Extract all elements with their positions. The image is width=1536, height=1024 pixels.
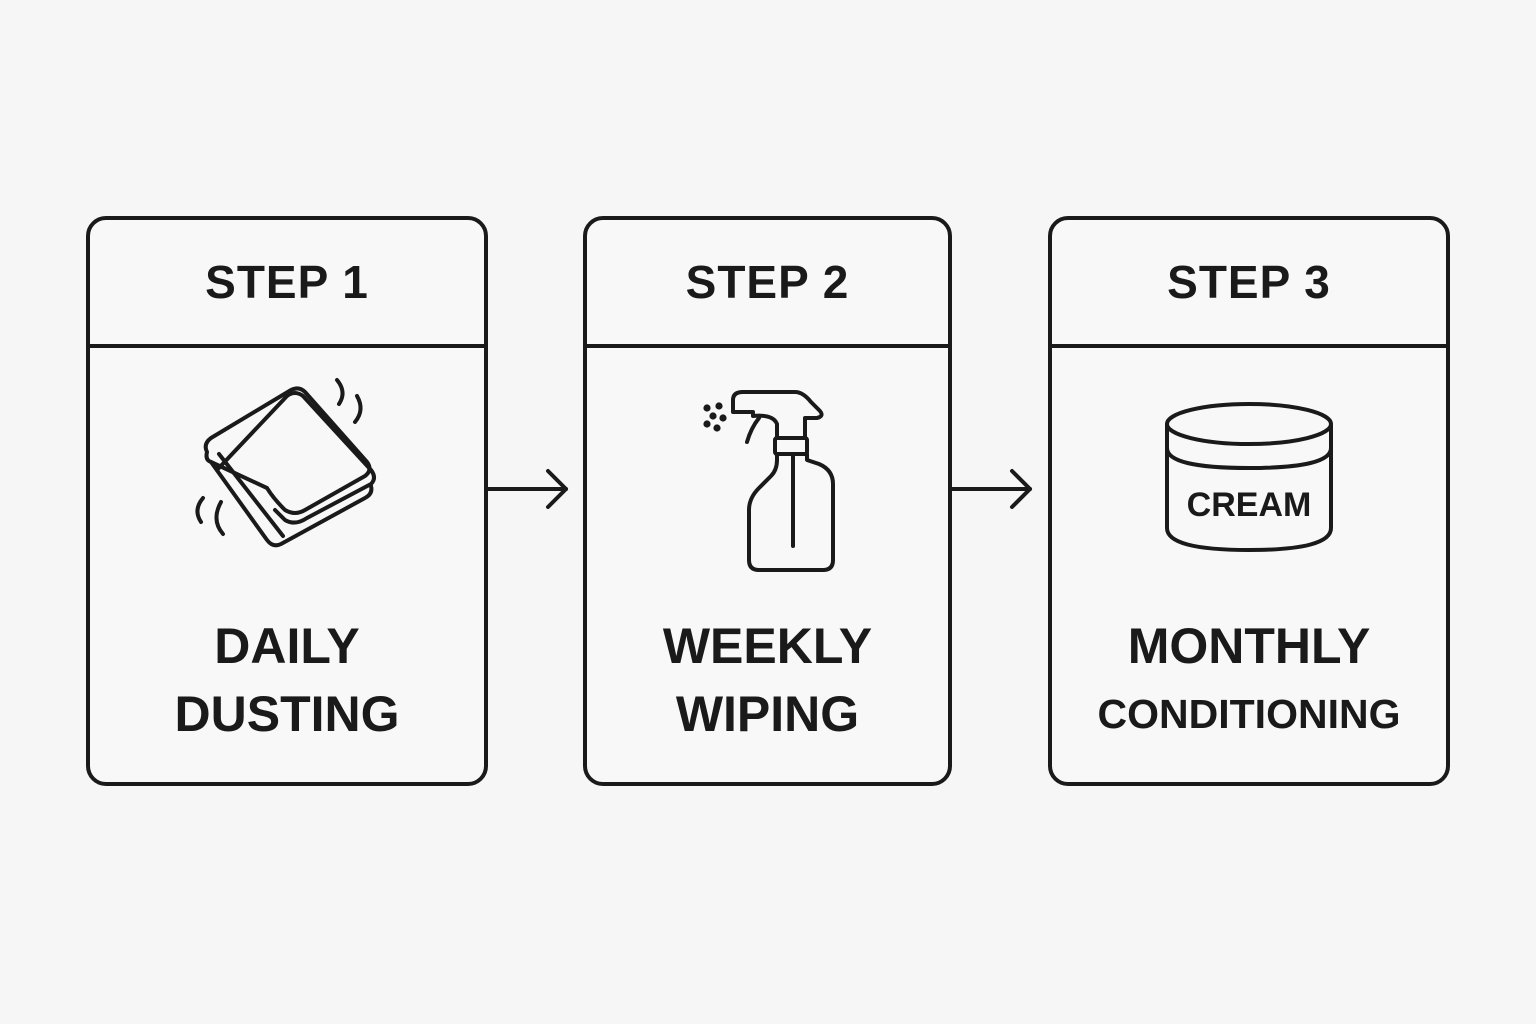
step-title-line-1: MONTHLY xyxy=(1127,618,1371,674)
step-title-line-2: DUSTING xyxy=(174,686,400,742)
step-title: MONTHLY CONDITIONING xyxy=(1052,612,1446,748)
step-title: DAILY DUSTING xyxy=(90,612,484,748)
step-title-line-2: CONDITIONING xyxy=(1097,691,1401,737)
cloth-icon xyxy=(187,370,387,555)
step-label: STEP 2 xyxy=(685,256,850,308)
step-card-header: STEP 3 xyxy=(1052,220,1446,348)
step-title: WEEKLY WIPING xyxy=(587,612,948,748)
cream-jar-icon: CREAM xyxy=(1161,398,1337,563)
step-card-2: STEP 2 WEEKLY WIPING xyxy=(583,216,952,786)
step-label: STEP 1 xyxy=(205,256,369,308)
arrow-right-icon xyxy=(950,464,1036,519)
step-card-1: STEP 1 DAILY DUSTING xyxy=(86,216,488,786)
arrow-right-icon xyxy=(486,464,572,519)
step-card-header: STEP 1 xyxy=(90,220,484,348)
step-label: STEP 3 xyxy=(1167,256,1331,308)
jar-label: CREAM xyxy=(1187,486,1312,524)
step-card-3: STEP 3 CREAM MONTHLY CONDITIONING xyxy=(1048,216,1450,786)
step-title-line-1: WEEKLY xyxy=(662,618,873,674)
step-title-line-2: WIPING xyxy=(675,686,860,742)
step-title-line-1: DAILY xyxy=(214,618,360,674)
step-card-header: STEP 2 xyxy=(587,220,948,348)
spray-bottle-icon xyxy=(693,384,843,579)
